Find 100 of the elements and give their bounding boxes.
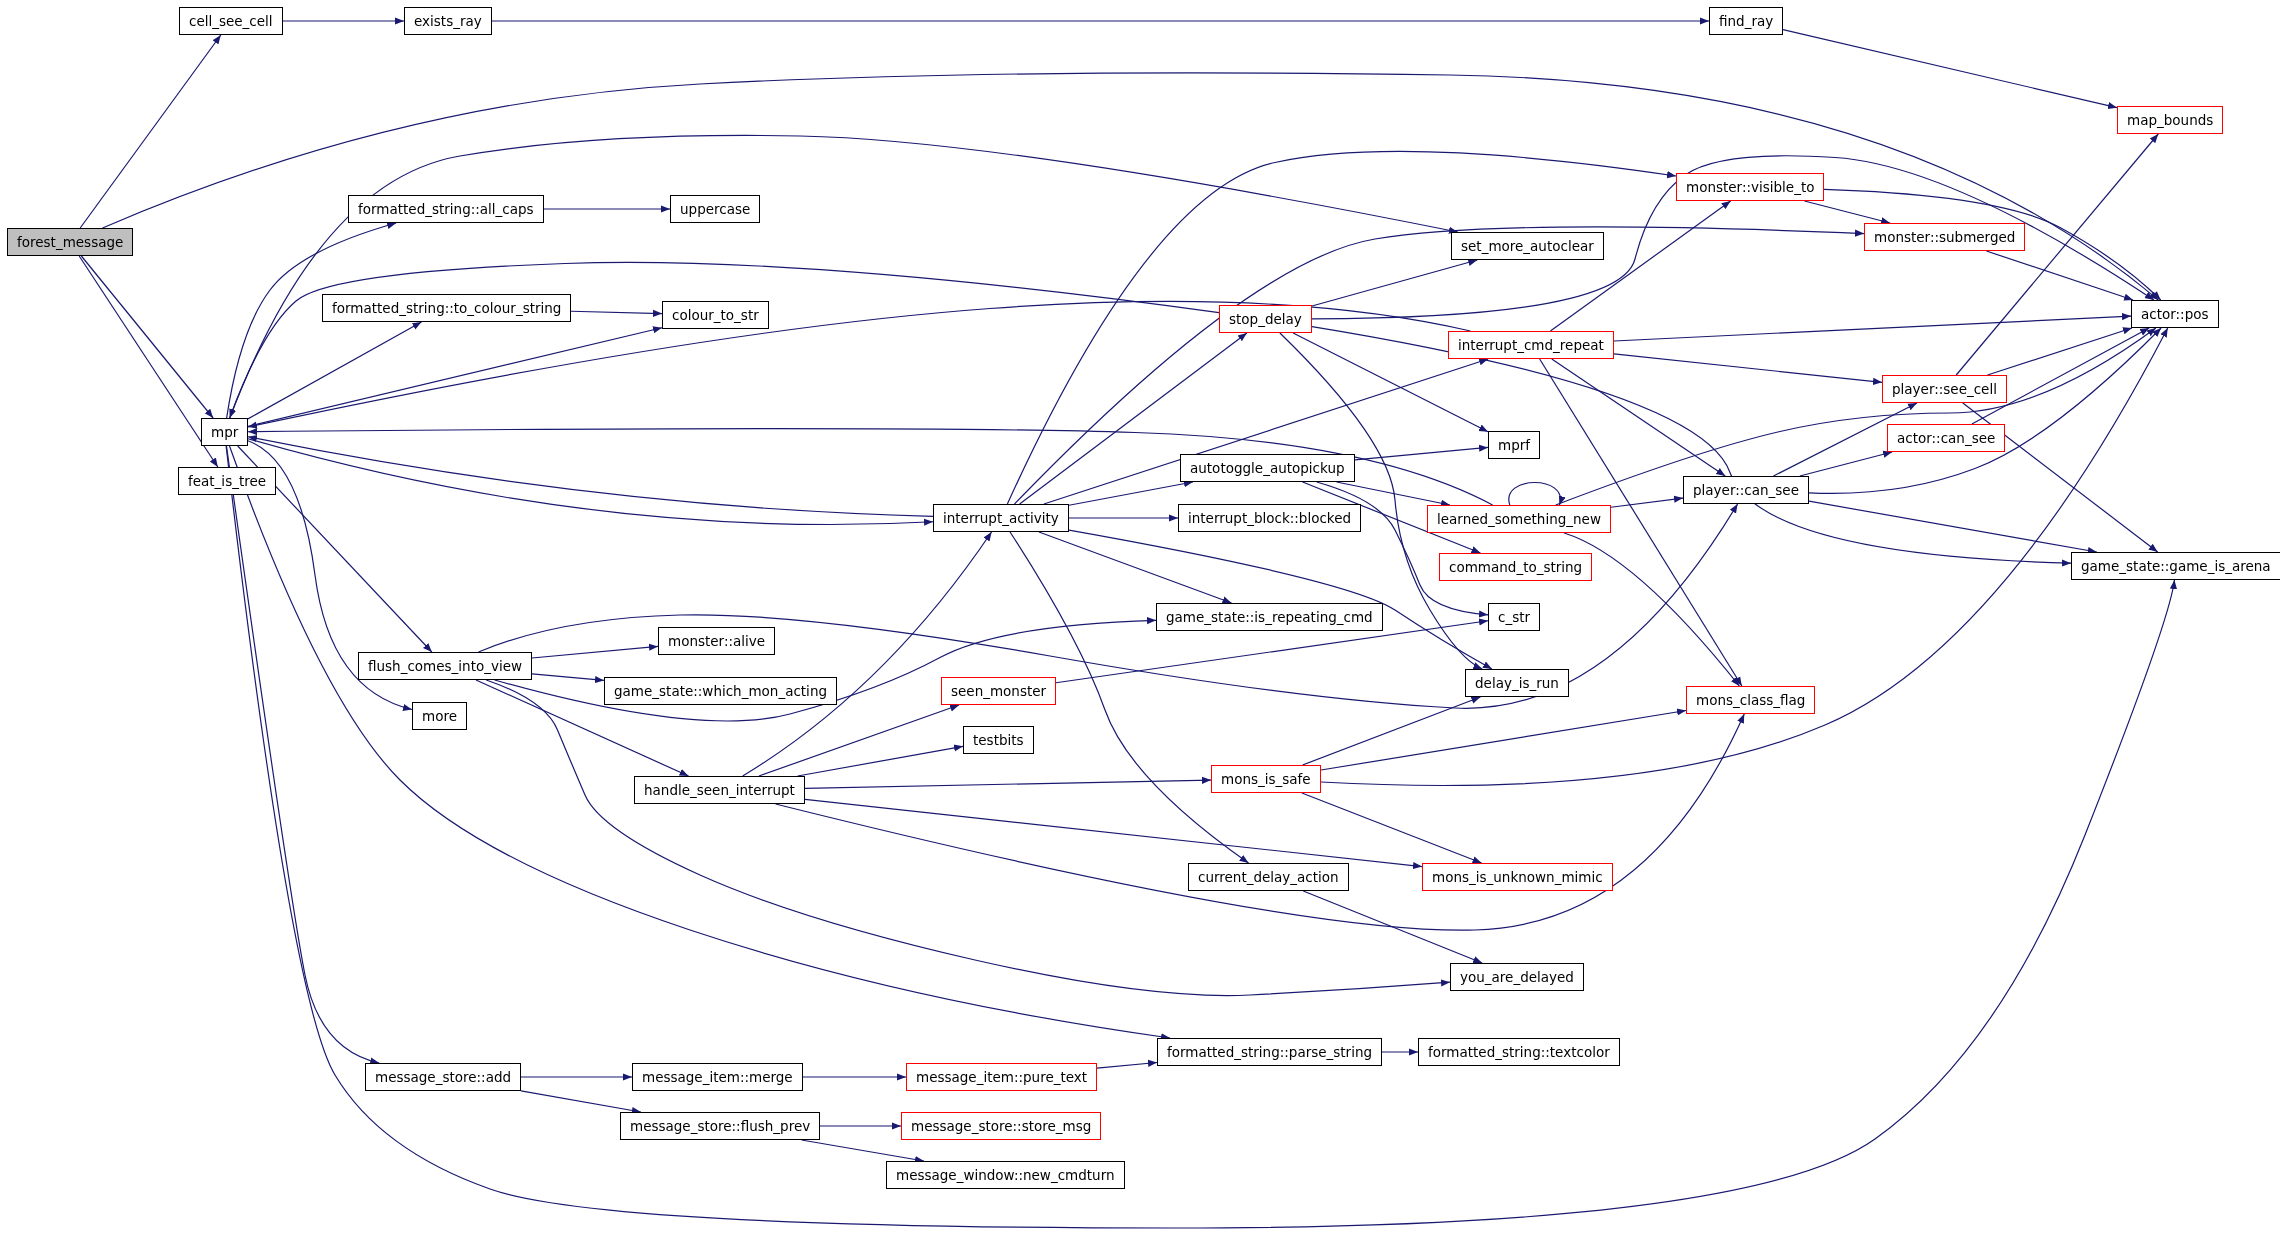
function-box: cell_see_cell — [179, 7, 283, 35]
arrow — [1292, 332, 1489, 433]
arrow — [1006, 150, 1677, 505]
arrow — [531, 643, 659, 659]
arrow — [819, 1122, 902, 1130]
arrow — [475, 679, 690, 777]
function-box: monster::alive — [658, 627, 776, 655]
arrow — [229, 261, 1220, 419]
arrow — [1549, 200, 1732, 332]
function-box: colour_to_str — [662, 301, 769, 329]
function-box: formatted_string::textcolor — [1418, 1038, 1620, 1066]
function-box: formatted_string::parse_string — [1157, 1038, 1383, 1066]
arrow — [742, 531, 993, 777]
function-box: interrupt_block::blocked — [1178, 504, 1362, 532]
function-box: message_store::flush_prev — [620, 1112, 821, 1140]
arrow — [1301, 481, 1482, 554]
function-box: formatted_string::to_colour_string — [322, 294, 572, 322]
arrow — [1301, 792, 1483, 864]
arrow — [543, 205, 671, 213]
arrow — [797, 744, 964, 777]
arrow — [1508, 481, 1565, 506]
function-box: game_state::which_mon_acting — [604, 677, 837, 705]
function-box: command_to_string — [1439, 553, 1593, 581]
arrow — [1613, 353, 1883, 385]
arrow — [80, 255, 214, 419]
function-box: feat_is_tree — [178, 467, 277, 495]
arrow — [247, 326, 663, 427]
arrow — [1823, 188, 2162, 301]
arrow — [1009, 531, 1250, 864]
arrow — [1311, 326, 2072, 567]
arrow — [520, 1090, 642, 1114]
arrow — [1279, 332, 1483, 670]
arrow — [802, 1073, 907, 1081]
function-box: mpr — [201, 418, 249, 446]
function-box: mons_is_safe — [1211, 765, 1321, 793]
arrow — [774, 713, 1745, 931]
arrow — [1055, 618, 1489, 684]
arrow — [1808, 500, 2098, 554]
arrow — [1782, 29, 2118, 110]
arrow — [247, 440, 413, 711]
function-box: mons_class_flag — [1686, 686, 1816, 714]
arrow — [804, 776, 1212, 789]
arrow — [1038, 531, 1233, 604]
function-box: stop_delay — [1219, 305, 1312, 333]
function-box: interrupt_activity — [933, 504, 1069, 532]
arrow — [282, 17, 405, 25]
arrow — [493, 617, 1157, 722]
arrow — [78, 255, 219, 468]
arrow — [1316, 481, 1489, 618]
arrow — [79, 34, 222, 229]
function-box: c_str — [1488, 603, 1541, 631]
arrow — [491, 17, 1710, 25]
arrow — [477, 503, 1739, 709]
arrow — [1311, 258, 1478, 307]
function-box: exists_ray — [404, 7, 492, 35]
function-box: mprf — [1488, 431, 1541, 459]
arrow — [1563, 532, 1740, 687]
arrow — [1551, 358, 1726, 477]
arrow — [1302, 696, 1481, 766]
arrow — [531, 673, 605, 684]
arrow — [1613, 312, 2132, 342]
function-box: handle_seen_interrupt — [634, 776, 805, 804]
arrow — [247, 300, 1471, 429]
function-box: autotoggle_autopickup — [1180, 454, 1355, 482]
arrow — [1772, 402, 1918, 477]
arrow — [1096, 1059, 1158, 1069]
arrow — [1986, 327, 2133, 376]
function-box: find_ray — [1709, 7, 1784, 35]
function-box: map_bounds — [2117, 106, 2224, 134]
function-box: seen_monster — [941, 677, 1057, 705]
function-box: message_item::merge — [632, 1063, 803, 1091]
arrow — [1555, 327, 2157, 506]
arrow — [1068, 480, 1194, 506]
function-box: learned_something_new — [1427, 505, 1611, 533]
arrow — [1610, 495, 1684, 508]
arrow — [101, 72, 2159, 301]
function-box: set_more_autoclear — [1451, 232, 1604, 260]
arrow — [1971, 327, 2150, 425]
arrow — [1381, 1048, 1419, 1056]
arrow — [1808, 327, 2162, 494]
arrow — [247, 427, 1494, 506]
arrow — [485, 679, 1451, 997]
function-box: mons_is_unknown_mimic — [1422, 863, 1613, 891]
function-box: message_item::pure_text — [906, 1063, 1098, 1091]
arrow — [758, 704, 960, 777]
function-box: testbits — [963, 726, 1034, 754]
arrow — [1320, 327, 2169, 786]
function-box: game_state::is_repeating_cmd — [1156, 603, 1383, 631]
function-box: you_are_delayed — [1450, 963, 1584, 991]
function-box: message_store::store_msg — [901, 1112, 1102, 1140]
arrow — [1539, 358, 1743, 687]
arrow — [1962, 402, 2159, 553]
function-box: monster::visible_to — [1676, 173, 1825, 201]
arrow — [226, 222, 397, 419]
arrow — [804, 798, 1423, 870]
arrow — [1019, 332, 1248, 505]
arrow — [1354, 444, 1489, 461]
arrow — [1803, 200, 1891, 225]
function-box: more — [412, 702, 467, 730]
arrow — [1302, 890, 1483, 964]
